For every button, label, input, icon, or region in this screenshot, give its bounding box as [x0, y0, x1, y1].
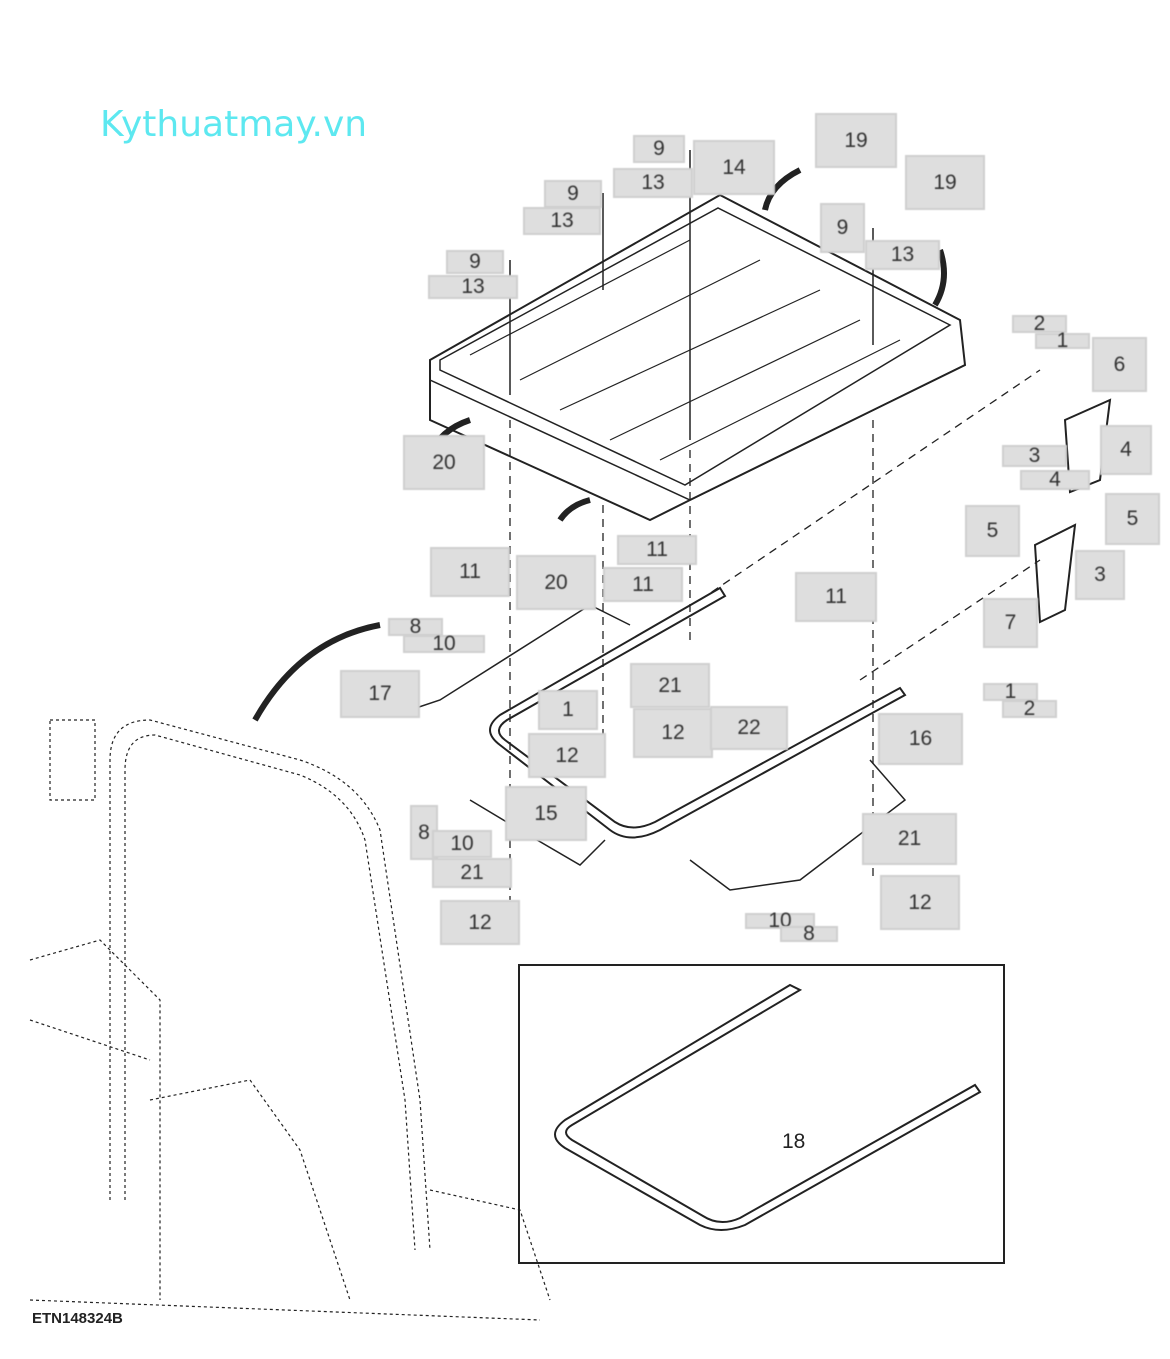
cab-outline	[29, 719, 551, 1321]
callout: 13	[865, 240, 940, 270]
callout: 19	[815, 113, 897, 168]
callout: 12	[880, 875, 960, 930]
callout: 6	[1092, 337, 1147, 392]
callout: 12	[440, 900, 520, 945]
callout: 11	[430, 547, 510, 597]
watermark: Kythuatmay.vn	[100, 104, 368, 145]
callout: 21	[630, 663, 710, 708]
callout: 12	[633, 708, 713, 758]
callout: 3	[1075, 550, 1125, 600]
callout: 18	[782, 1130, 806, 1153]
callout: 13	[613, 168, 693, 198]
callout: 3	[1002, 444, 1067, 467]
callout: 21	[862, 813, 957, 865]
callout: 5	[965, 505, 1020, 557]
callout: 9	[544, 180, 602, 208]
callout: 16	[878, 713, 963, 765]
inset-box	[518, 964, 1005, 1264]
callout: 11	[795, 572, 877, 622]
callout: 20	[403, 435, 485, 490]
callout: 13	[428, 275, 518, 299]
callout: 1	[538, 690, 598, 730]
callout: 11	[603, 567, 683, 602]
rods	[409, 604, 907, 891]
callout: 19	[905, 155, 985, 210]
alignment-lines	[509, 369, 1041, 900]
callout: 14	[693, 140, 775, 195]
callout: 9	[633, 135, 685, 163]
callout: 4	[1020, 468, 1090, 491]
callout: 8	[780, 922, 838, 945]
callout: 12	[528, 733, 606, 778]
callout: 22	[710, 706, 788, 750]
callout: 11	[617, 535, 697, 565]
callout: 21	[432, 858, 512, 888]
callout: 9	[820, 203, 865, 253]
figure-id: ETN148324B	[32, 1310, 123, 1327]
callout: 17	[340, 670, 420, 718]
callout: 5	[1105, 493, 1160, 545]
callout: 1	[1035, 329, 1090, 352]
frame-18	[554, 983, 982, 1231]
callout: 4	[1100, 425, 1152, 475]
callout: 15	[505, 786, 587, 841]
callout: 10	[403, 632, 485, 655]
callout: 7	[983, 598, 1038, 648]
callout: 2	[1012, 312, 1067, 335]
callout: 20	[516, 555, 596, 610]
brackets	[1033, 398, 1112, 624]
callout: 10	[432, 830, 492, 858]
callout: 2	[1002, 697, 1057, 720]
callout: 13	[523, 207, 601, 235]
callout: 9	[446, 250, 504, 274]
frame-22	[489, 586, 907, 839]
